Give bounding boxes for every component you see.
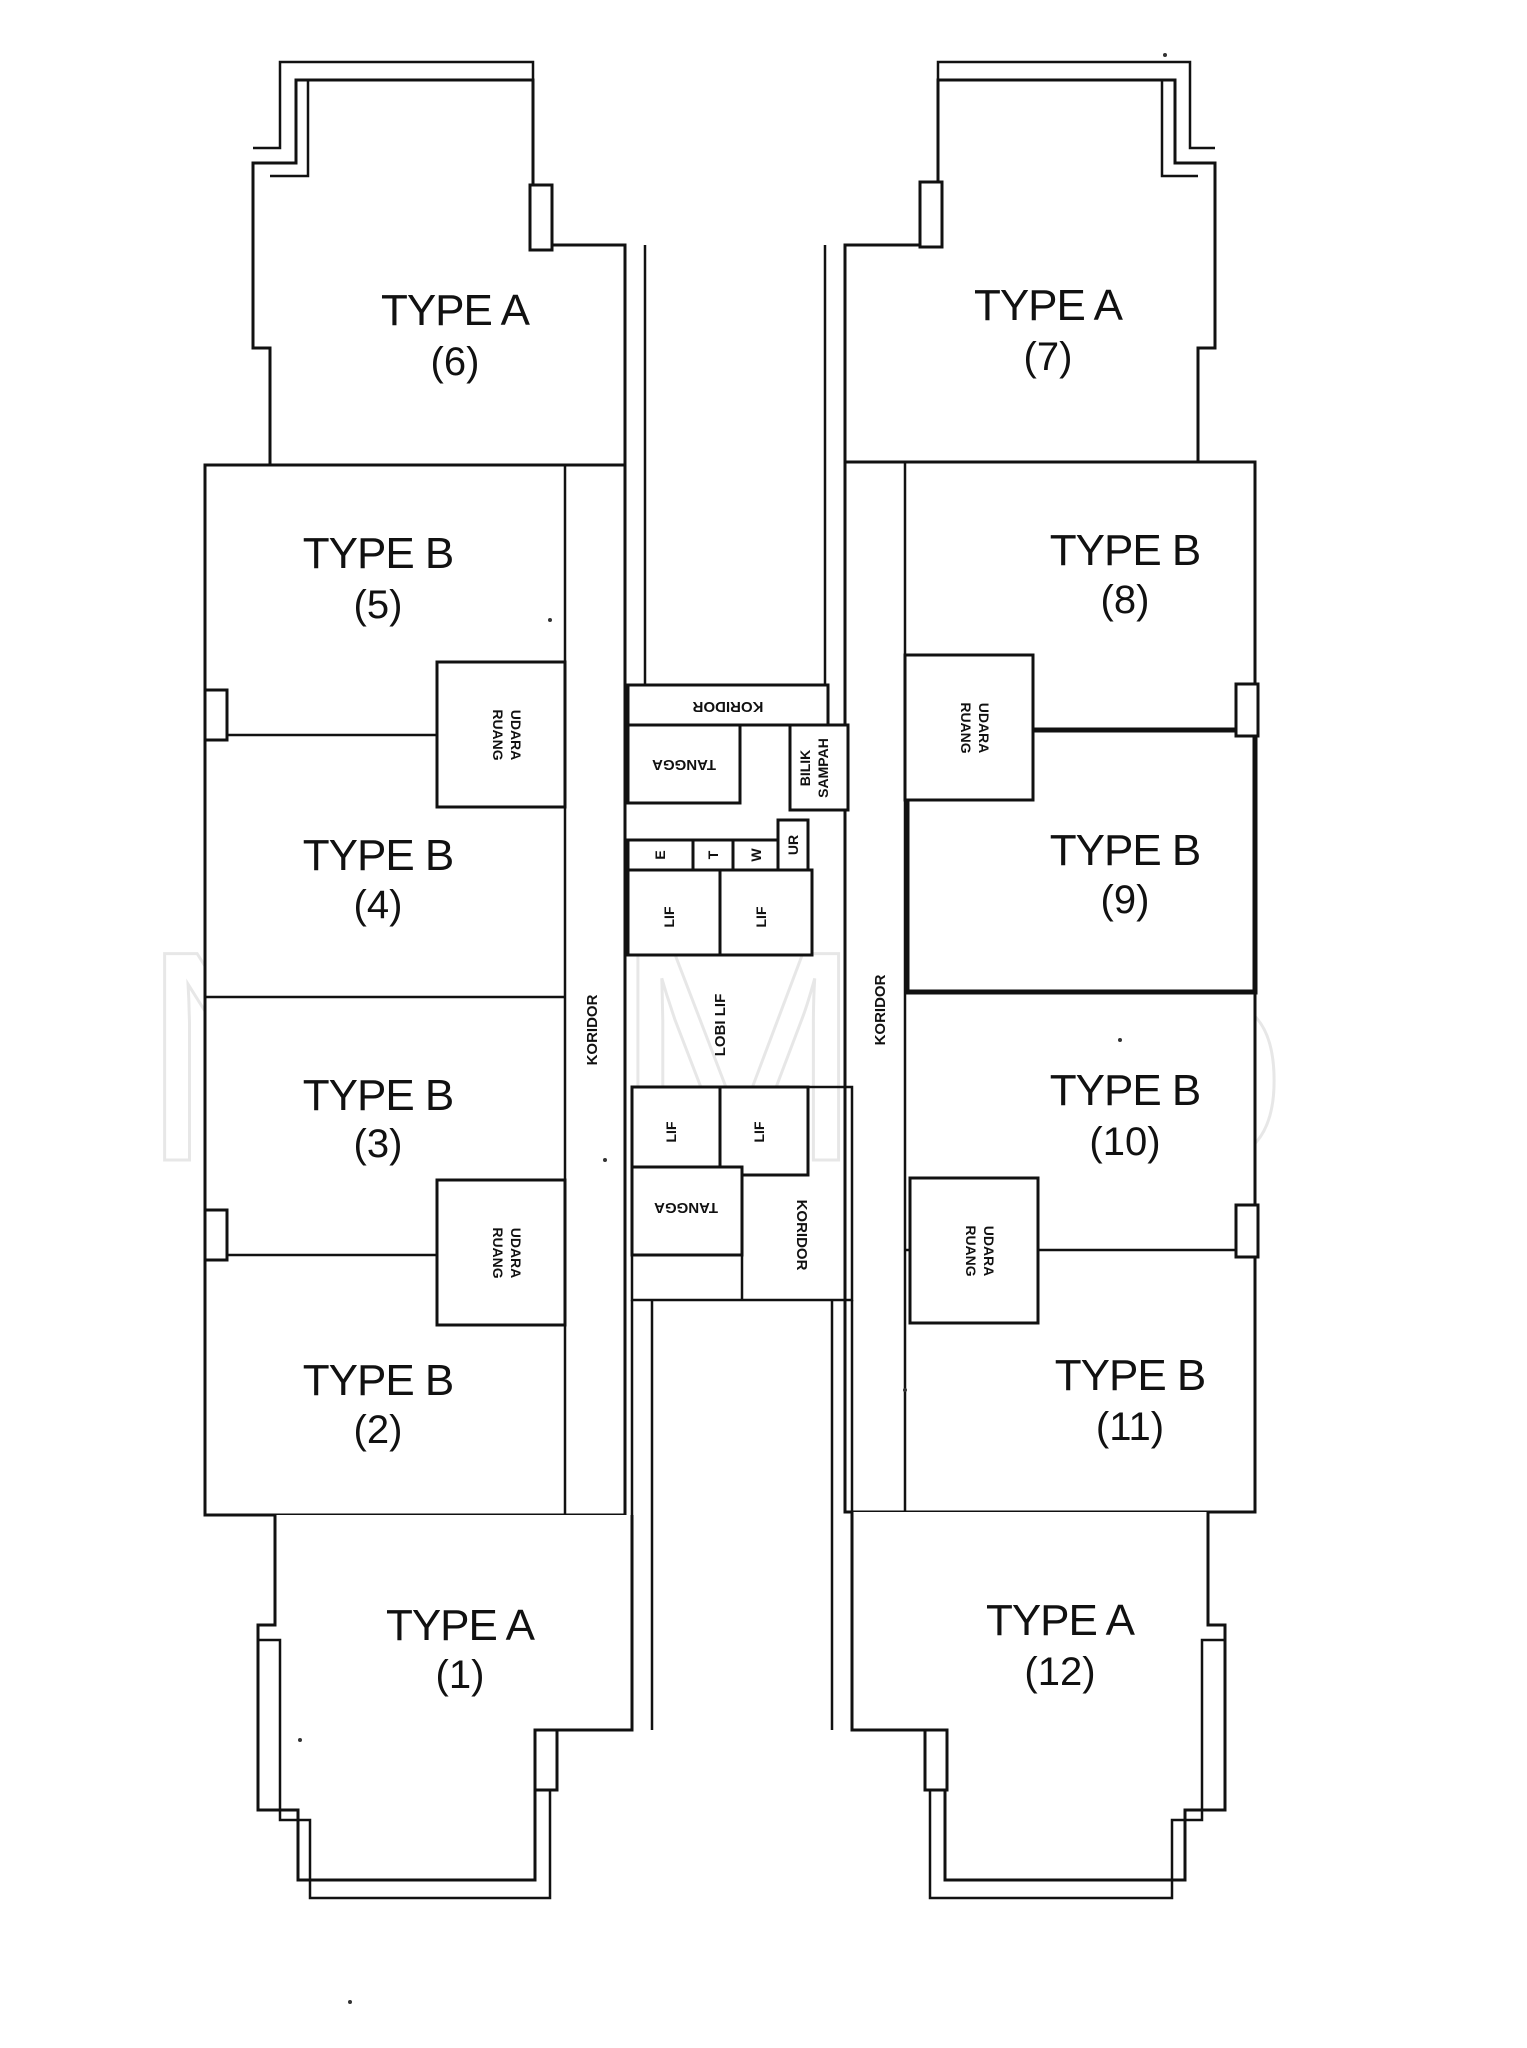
unit-12-number: (12) <box>1024 1650 1095 1694</box>
ruang-udara-right-upper-udara: UDARA <box>976 703 992 754</box>
unit-12-outline <box>850 1512 1227 1900</box>
bilik-sampah <box>788 723 850 812</box>
tangga-top <box>626 723 742 805</box>
lower-koridor-label: KORIDOR <box>793 1200 810 1271</box>
unit-1-outline <box>256 1515 634 1900</box>
unit-6-type: TYPE A <box>381 286 531 335</box>
unit-11-number: (11) <box>1096 1405 1164 1449</box>
unit-7-number: (7) <box>1024 335 1073 379</box>
ruang-udara-right-lower-ruang: RUANG <box>963 1225 979 1276</box>
ruang-udara-left-lower-udara: UDARA <box>508 1228 524 1279</box>
lif-2-label: LIF <box>753 906 769 927</box>
unit-1-number: (1) <box>436 1653 485 1697</box>
unit-10-type: TYPE B <box>1050 1066 1201 1115</box>
unit-10-number: (10) <box>1089 1120 1160 1164</box>
unit-8-type: TYPE B <box>1050 526 1201 575</box>
ruang-udara-left-upper-ruang: RUANG <box>490 709 506 760</box>
ruang-udara-right-upper-ruang: RUANG <box>958 702 974 753</box>
ruang-udara-left-upper-udara: UDARA <box>508 710 524 761</box>
tangga-bottom-label: TANGGA <box>654 1199 718 1216</box>
unit-6-number: (6) <box>431 340 480 384</box>
left-block-outline <box>203 463 627 1517</box>
tangga-top-label: TANGGA <box>652 756 716 773</box>
left-koridor-label: KORIDOR <box>584 994 601 1065</box>
right-koridor-label: KORIDOR <box>872 974 889 1045</box>
lobi-lif-label: LOBI LIF <box>712 994 729 1057</box>
unit-6-outline <box>251 60 627 465</box>
unit-3-number: (3) <box>354 1122 403 1166</box>
ruang-udara-right-lower <box>908 1176 1040 1325</box>
ruang-udara-right-upper <box>903 653 1035 802</box>
room-e-label: E <box>652 850 668 859</box>
unit-8-number: (8) <box>1101 578 1150 622</box>
unit-7-outline <box>843 60 1217 465</box>
unit-9-type: TYPE B <box>1050 826 1201 875</box>
unit-2-type: TYPE B <box>303 1356 454 1405</box>
unit-11-type: TYPE B <box>1055 1351 1206 1400</box>
sampah-label: SAMPAH <box>815 738 831 798</box>
unit-4-number: (4) <box>354 883 403 927</box>
lif-4-label: LIF <box>751 1121 767 1142</box>
unit-5-number: (5) <box>354 583 403 627</box>
bilik-label: BILIK <box>797 750 813 787</box>
ruang-udara-right-lower-udara: UDARA <box>981 1226 997 1277</box>
room-e <box>626 838 695 872</box>
room-w-label: W <box>748 848 764 862</box>
unit-3-type: TYPE B <box>303 1071 454 1120</box>
ruang-udara-left-lower-ruang: RUANG <box>490 1227 506 1278</box>
unit-12-type: TYPE A <box>986 1596 1136 1645</box>
unit-2-number: (2) <box>354 1408 403 1452</box>
unit-9-highlight <box>904 727 1258 995</box>
lif-3-label: LIF <box>663 1121 679 1142</box>
ruang-udara-left-lower <box>435 1178 567 1327</box>
unit-1-type: TYPE A <box>386 1601 536 1650</box>
right-block-outline <box>843 460 1257 1514</box>
unit-7-type: TYPE A <box>974 281 1124 330</box>
room-t-label: T <box>705 850 721 859</box>
unit-9-number: (9) <box>1101 878 1150 922</box>
ruang-udara-left-upper <box>435 660 567 809</box>
lif-1-label: LIF <box>661 906 677 927</box>
lif-1 <box>626 868 722 957</box>
lif-2 <box>718 868 814 957</box>
unit-4-type: TYPE B <box>303 831 454 880</box>
unit-5-type: TYPE B <box>303 529 454 578</box>
core-koridor-label: KORIDOR <box>692 698 763 715</box>
lif-4 <box>718 1085 810 1177</box>
core-koridor-top <box>626 683 830 727</box>
room-ur-label: UR <box>785 835 801 855</box>
